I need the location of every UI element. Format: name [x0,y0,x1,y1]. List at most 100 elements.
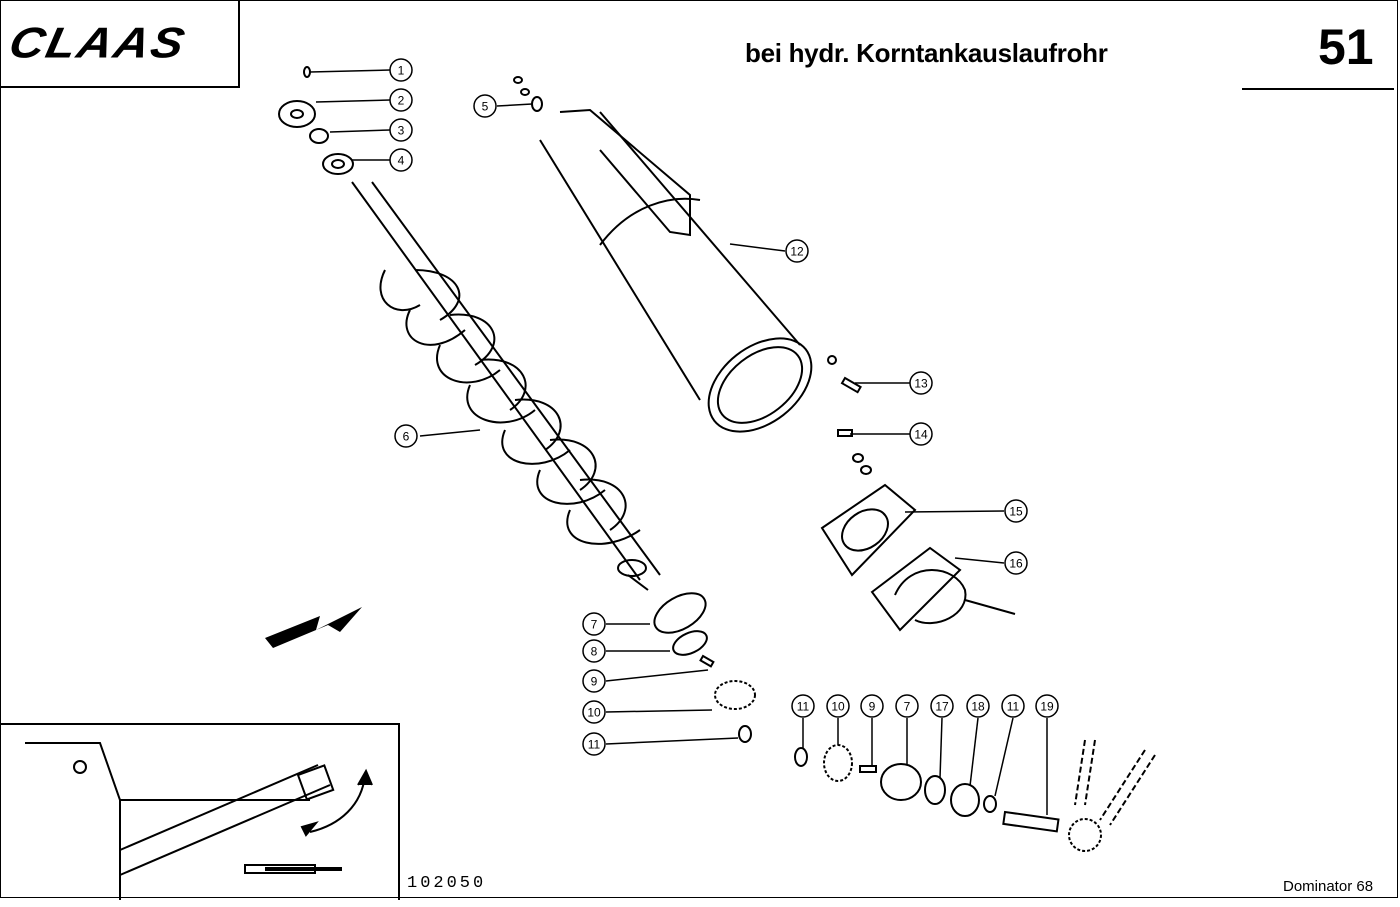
part-12-pipe [539,108,813,433]
machine-model: Dominator 68 [1283,878,1374,895]
callout-label: 11 [1007,700,1020,714]
part-7-bearing [653,592,707,634]
part-16-cover [870,546,1016,632]
callout-12: 12 [785,239,809,263]
callout-label: 11 [588,738,601,752]
part-11-circlip [738,725,752,743]
callout-label: 8 [591,645,598,659]
callout-15: 15 [1004,499,1028,523]
inset-diagram [25,742,373,900]
callout-label: 14 [914,428,928,442]
part-4-washer [322,153,354,175]
callout-circle [909,422,933,446]
callout-circle [582,732,606,756]
callout-circle [389,58,413,82]
part-9-key [699,654,715,668]
callout-label: 15 [1009,505,1023,519]
callout-11: 11 [582,732,606,756]
callout-circle [895,694,919,718]
part-1-pin [303,66,311,78]
callout-circle [473,94,497,118]
callout-circle [582,639,606,663]
callout-circle [389,118,413,142]
part-13-bolt [840,376,862,394]
logo-box: CLAAS [0,0,240,88]
swing-arrow-icon [309,774,366,833]
callout-label: 7 [591,618,598,632]
callout-circle [582,669,606,693]
callout-circle [1035,694,1059,718]
callout-label: 9 [591,675,598,689]
callout-18: 18 [966,694,990,718]
callout-label: 3 [398,124,405,138]
callout-4: 4 [389,148,413,172]
callout-circle [1004,551,1028,575]
part-8-ring [672,630,708,656]
part-6-auger [351,181,661,591]
callout-1: 1 [389,58,413,82]
callout-label: 2 [398,94,405,108]
page-title: bei hydr. Korntankauslaufrohr [745,38,1108,68]
callout-10: 10 [582,700,606,724]
inset-location-view [0,723,400,900]
callout-label: 19 [1040,700,1054,714]
callout-6: 6 [394,424,418,448]
callout-2: 2 [389,88,413,112]
callout-circle [909,371,933,395]
page-number: 51 [1318,19,1374,75]
callout-circle [582,612,606,636]
callout-label: 18 [971,700,985,714]
callout-circle [785,239,809,263]
direction-arrow-icon [265,607,362,648]
callout-label: 17 [935,700,949,714]
callout-circle [1001,694,1025,718]
callout-circle [791,694,815,718]
callout-label: 13 [914,377,928,391]
callout-circle [582,700,606,724]
callout-10: 10 [826,694,850,718]
callout-9: 9 [860,694,884,718]
callout-7: 7 [582,612,606,636]
callout-circle [389,148,413,172]
callout-8: 8 [582,639,606,663]
callout-11: 11 [1001,694,1025,718]
callout-label: 5 [482,100,489,114]
callout-label: 10 [587,706,601,720]
callout-13: 13 [909,371,933,395]
callout-circle [966,694,990,718]
callout-5: 5 [473,94,497,118]
callout-label: 4 [398,154,405,168]
part-15-housing [820,483,917,577]
callout-circle [1004,499,1028,523]
page-number-rule [1242,88,1394,90]
callout-11: 11 [791,694,815,718]
drawing-number: 102050 [407,874,487,893]
callout-circle [860,694,884,718]
callout-circle [930,694,954,718]
part-14-bolt [837,429,853,437]
callout-9: 9 [582,669,606,693]
callout-label: 12 [790,245,804,259]
callout-label: 1 [398,64,405,78]
callout-label: 10 [831,700,845,714]
callout-19: 19 [1035,694,1059,718]
part-5-bolt [531,96,543,112]
callout-16: 16 [1004,551,1028,575]
part-2-plate [278,100,316,128]
callout-14: 14 [909,422,933,446]
callout-circle [394,424,418,448]
callout-circle [389,88,413,112]
callout-label: 16 [1009,557,1023,571]
callout-3: 3 [389,118,413,142]
callout-label: 7 [904,700,911,714]
callout-circle [826,694,850,718]
callout-label: 11 [797,700,810,714]
callout-label: 6 [403,430,410,444]
part-3-nut [309,128,329,144]
callout-label: 9 [869,700,876,714]
callout-17: 17 [930,694,954,718]
part-10-gear [714,680,756,710]
